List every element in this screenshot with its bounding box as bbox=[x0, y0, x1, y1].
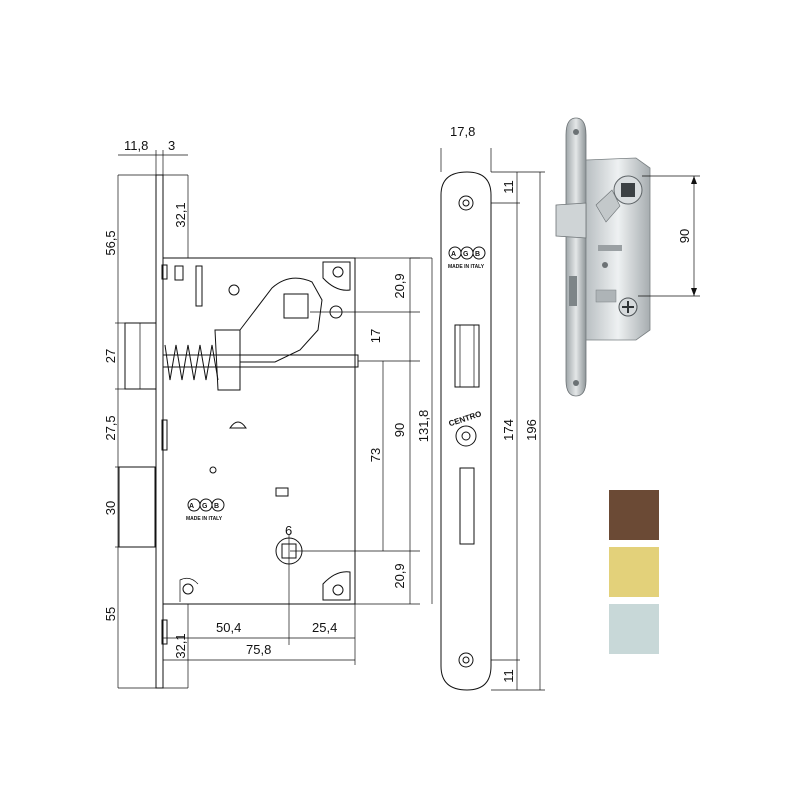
latch-spring bbox=[164, 344, 219, 381]
dim-11-8: 11,8 bbox=[124, 138, 148, 153]
bottom-dimension-chain: 50,4 25,4 75,8 6 bbox=[163, 523, 356, 665]
dim-11-bottom: 11 bbox=[501, 669, 516, 683]
photo-latch bbox=[555, 202, 587, 239]
latch-bolt bbox=[124, 322, 157, 390]
svg-text:MADE IN ITALY: MADE IN ITALY bbox=[448, 264, 485, 270]
svg-text:B: B bbox=[475, 251, 480, 258]
dim-174: 174 bbox=[501, 419, 516, 441]
deadbolt-recess bbox=[118, 466, 156, 548]
dim-3: 3 bbox=[168, 138, 175, 153]
dim-32-1-top: 32,1 bbox=[173, 202, 188, 227]
brand-logo-body: A G B MADE IN ITALY bbox=[186, 498, 225, 522]
faceplate bbox=[440, 171, 492, 691]
dim-17-8: 17,8 bbox=[450, 124, 475, 139]
dim-90: 90 bbox=[392, 423, 407, 437]
dim-75-8: 75,8 bbox=[246, 642, 271, 657]
lock-body bbox=[163, 257, 356, 605]
dim-11-top: 11 bbox=[501, 180, 516, 194]
dim-56-5: 56,5 bbox=[103, 230, 118, 255]
screw-hole-bottom bbox=[458, 652, 474, 668]
faceplate-front-view: A G B MADE IN ITALY CENTRO 17,8 11 174 1… bbox=[440, 124, 545, 691]
dim-17: 17 bbox=[368, 329, 383, 343]
dim-73: 73 bbox=[368, 448, 383, 462]
finish-swatch-brass[interactable] bbox=[609, 547, 659, 597]
svg-text:MADE IN ITALY: MADE IN ITALY bbox=[186, 516, 223, 522]
handle-spindle-square bbox=[283, 293, 309, 319]
bolt-slot bbox=[459, 467, 475, 545]
latch-follower bbox=[239, 277, 323, 363]
dim-6: 6 bbox=[285, 523, 292, 538]
dim-20-9-top: 20,9 bbox=[392, 273, 407, 298]
svg-text:A: A bbox=[189, 503, 194, 510]
dim-30: 30 bbox=[103, 501, 118, 515]
finish-swatch-bronze[interactable] bbox=[609, 490, 659, 540]
latch-rod bbox=[162, 354, 359, 368]
screw-hole-top bbox=[458, 195, 474, 211]
right-dimension-chain: 20,9 17 90 73 131,8 20,9 bbox=[290, 257, 433, 605]
centro-mark bbox=[455, 425, 477, 447]
dim-50-4: 50,4 bbox=[216, 620, 241, 635]
finish-swatch-satin-chrome[interactable] bbox=[609, 604, 659, 654]
dim-27-5: 27,5 bbox=[103, 415, 118, 440]
dim-20-9-bottom: 20,9 bbox=[392, 563, 407, 588]
dim-32-1-bottom: 32,1 bbox=[173, 633, 188, 658]
dim-55: 55 bbox=[103, 607, 118, 621]
dim-25-4: 25,4 bbox=[312, 620, 337, 635]
left-dimension-chain: 56,5 27 27,5 30 55 11,8 3 32,1 32,1 bbox=[103, 138, 189, 688]
dim-27: 27 bbox=[103, 349, 118, 363]
lock-product-photo: 90 bbox=[555, 117, 700, 397]
photo-faceplate bbox=[565, 117, 587, 397]
lock-side-view: A G B MADE IN ITALY bbox=[118, 174, 359, 689]
dim-196: 196 bbox=[524, 419, 539, 441]
corner-tab-bottom-right bbox=[322, 571, 351, 601]
svg-text:G: G bbox=[202, 503, 208, 510]
svg-text:A: A bbox=[451, 251, 456, 258]
photo-dim-90: 90 bbox=[677, 229, 692, 243]
brand-logo-faceplate: A G B MADE IN ITALY bbox=[448, 246, 486, 270]
corner-tab-top-right bbox=[322, 261, 351, 291]
corner-hole-bottom-left bbox=[182, 583, 194, 595]
centro-label: CENTRO bbox=[448, 409, 483, 428]
latch-opening bbox=[454, 324, 480, 388]
svg-text:G: G bbox=[463, 251, 469, 258]
dim-131-8: 131,8 bbox=[416, 410, 431, 443]
svg-text:B: B bbox=[214, 503, 219, 510]
